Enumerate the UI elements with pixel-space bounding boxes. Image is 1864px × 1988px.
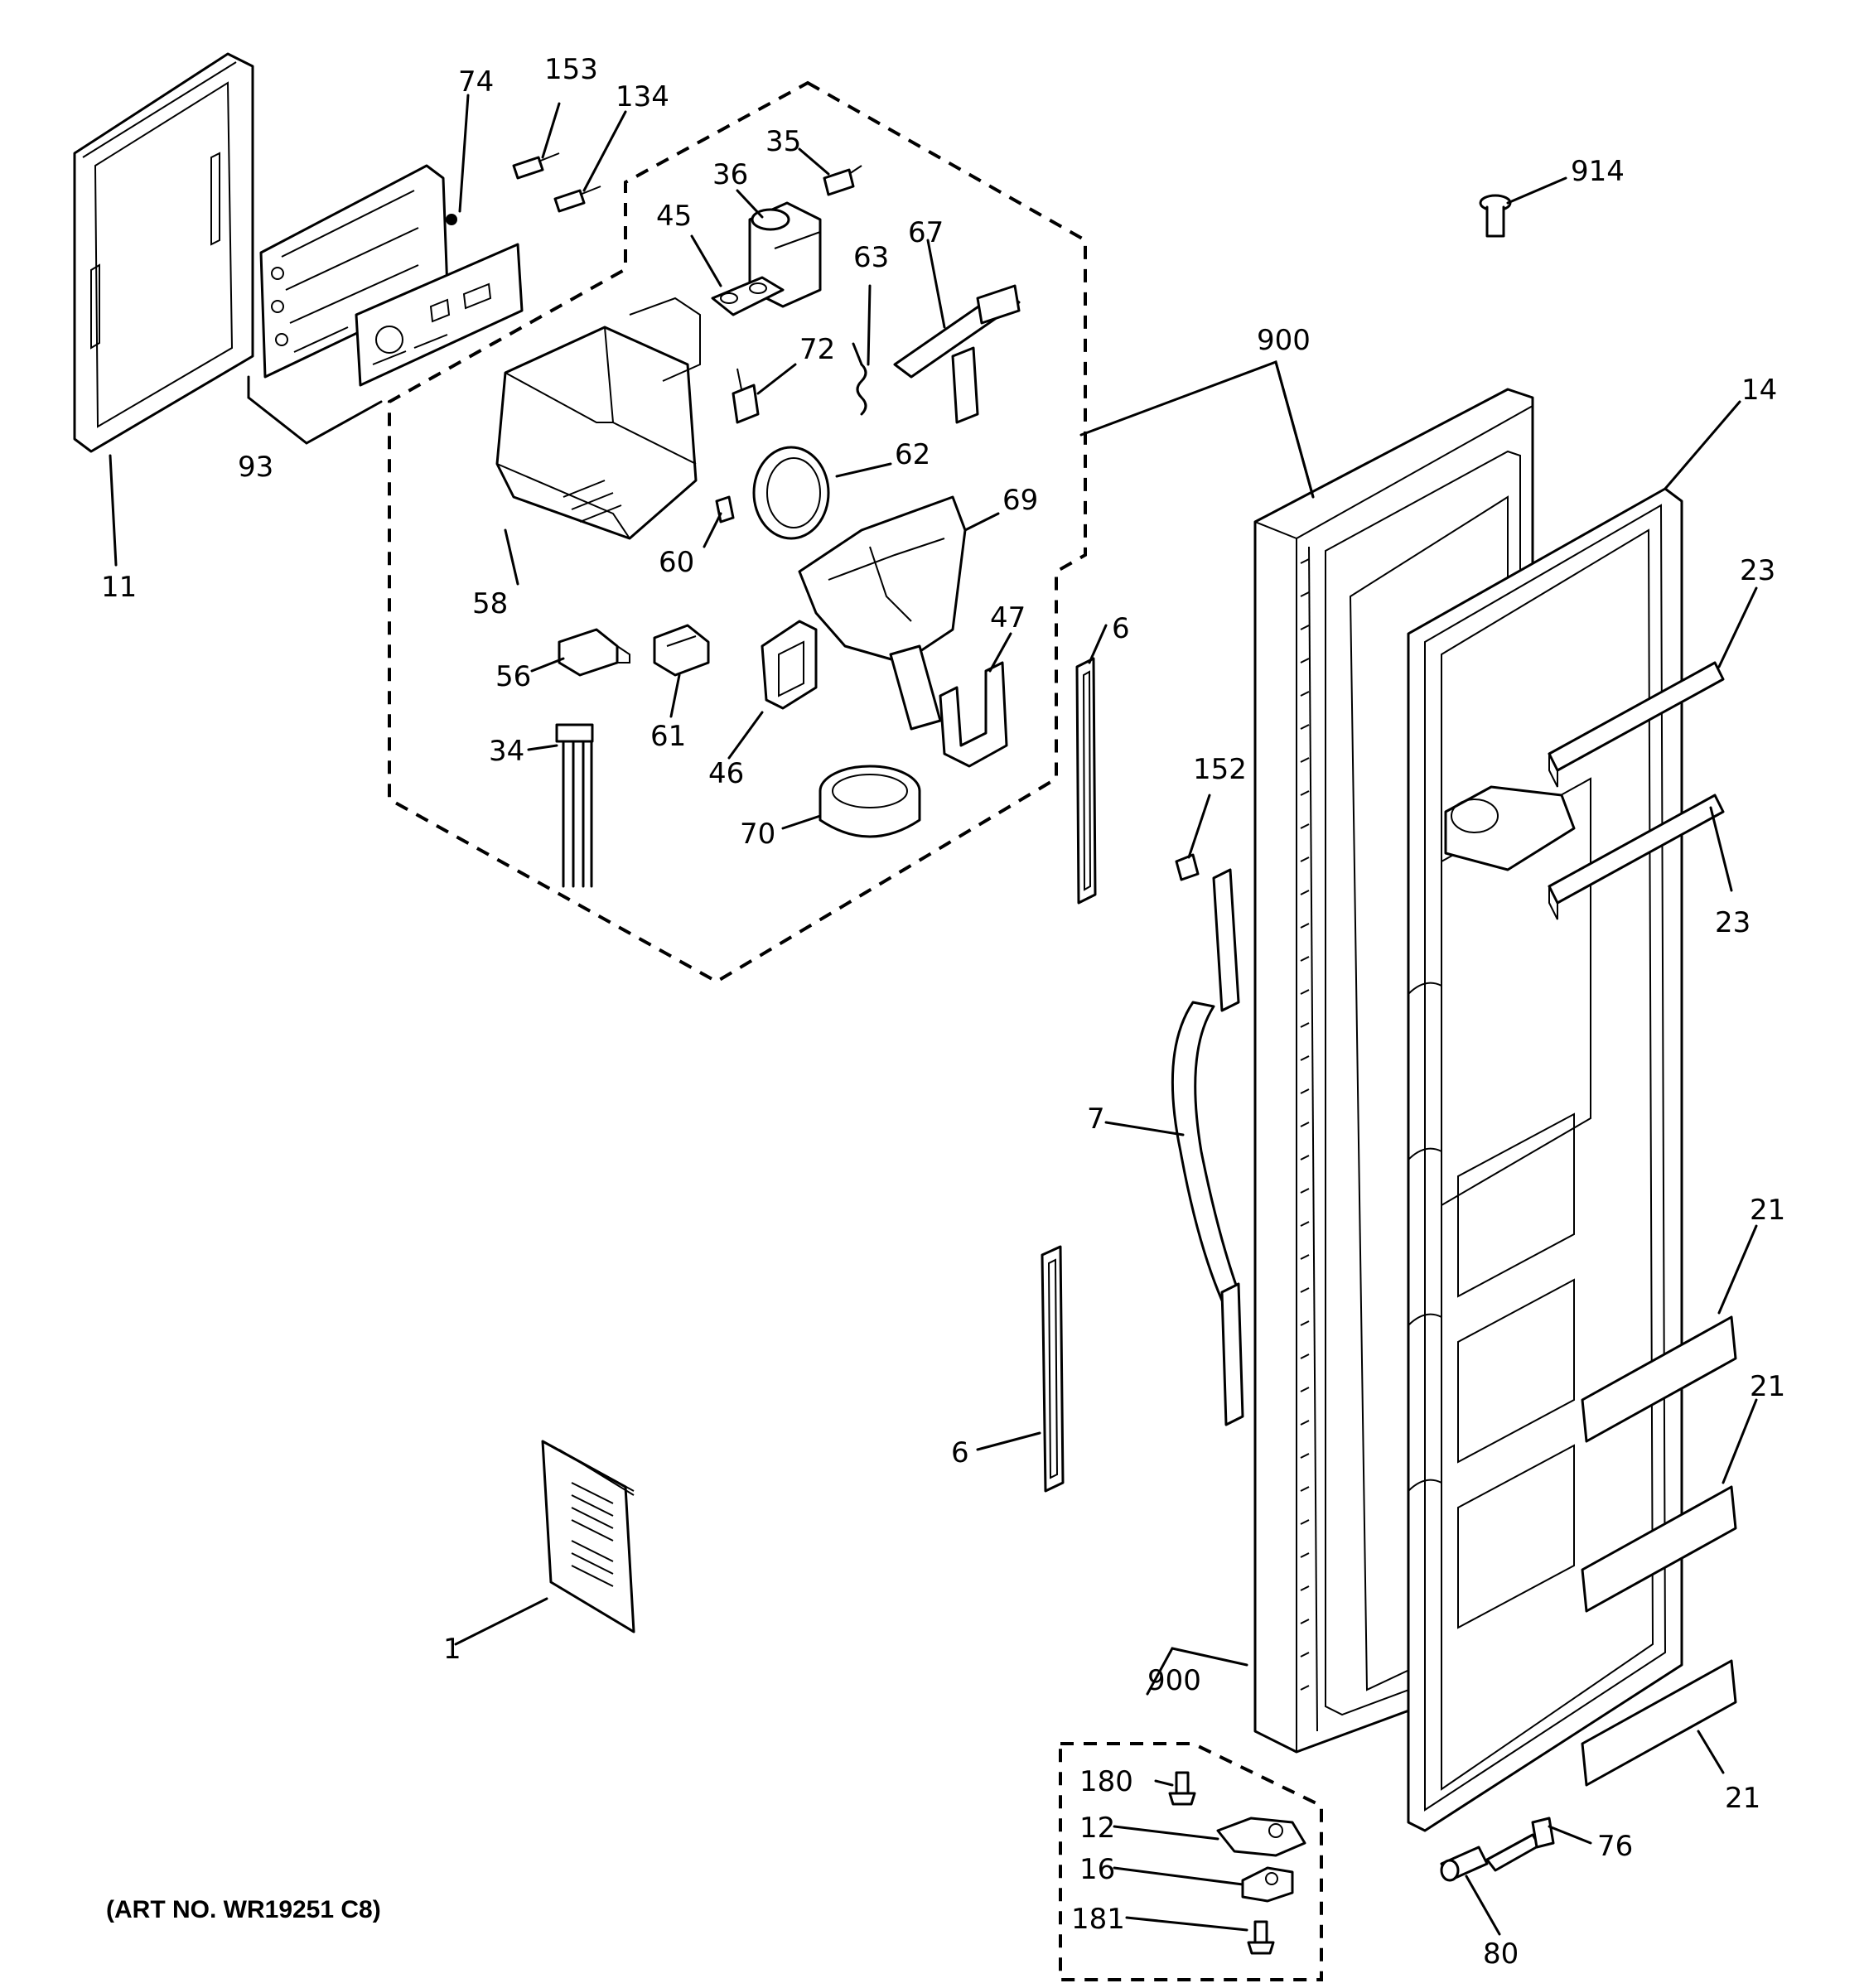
callout-180: 180	[1079, 1765, 1133, 1798]
hinge-12-part	[1216, 1817, 1306, 1857]
leader-lines	[109, 94, 1758, 1936]
callout-46: 46	[708, 757, 744, 790]
bushing-56-part	[558, 628, 630, 677]
spring-part	[852, 342, 867, 416]
screw-134-part	[553, 186, 601, 213]
callout-45: 45	[656, 200, 692, 233]
callout-21-b: 21	[1750, 1370, 1785, 1403]
bracket-47-part	[939, 661, 1008, 768]
callout-70: 70	[740, 818, 775, 851]
callout-21-c: 21	[1725, 1782, 1760, 1815]
callout-36: 36	[712, 158, 748, 191]
callout-63: 63	[853, 241, 889, 274]
door-bin-21-b-part	[1581, 1485, 1737, 1613]
callout-12: 12	[1079, 1812, 1115, 1845]
collar-ring-part	[819, 765, 921, 838]
shelf-bar-23-upper-part	[1548, 661, 1725, 788]
callout-6-top: 6	[1112, 612, 1130, 645]
callout-11: 11	[101, 571, 137, 604]
callout-69: 69	[1002, 484, 1038, 517]
hinge-16-part	[1241, 1866, 1294, 1903]
callout-labels: 11 93 74 153 134 35 36 45 67 63 72 62 69…	[101, 53, 1785, 1971]
callout-80: 80	[1483, 1937, 1519, 1971]
dispenser-frame-part	[73, 52, 254, 453]
callout-93: 93	[238, 451, 273, 484]
ice-chute-funnel-part	[798, 495, 967, 731]
coupler-61-part	[653, 624, 710, 677]
callout-16: 16	[1079, 1853, 1115, 1886]
callout-14: 14	[1741, 374, 1777, 407]
callout-76: 76	[1597, 1830, 1633, 1863]
callout-47: 47	[990, 601, 1026, 635]
callout-181: 181	[1071, 1903, 1125, 1936]
callout-21-a: 21	[1750, 1194, 1785, 1227]
control-panel-part	[259, 164, 524, 387]
callout-134: 134	[616, 80, 669, 113]
callout-1: 1	[443, 1633, 461, 1666]
callout-152: 152	[1193, 753, 1247, 786]
owner-manual-part	[541, 1440, 635, 1633]
door-gasket-part	[1407, 487, 1683, 1832]
fitting-80-part	[1440, 1846, 1489, 1882]
door-handle-part	[1171, 868, 1244, 1426]
callout-6-bottom: 6	[951, 1436, 969, 1469]
hinge-kit-boundary	[1059, 1742, 1323, 1981]
callout-72: 72	[799, 333, 835, 366]
callout-7: 7	[1087, 1103, 1105, 1136]
motor-cover-part	[752, 446, 830, 540]
wire-harness-part	[555, 723, 594, 888]
callout-74: 74	[458, 65, 494, 99]
callout-34: 34	[489, 735, 524, 768]
callout-61: 61	[650, 720, 686, 753]
water-tube-part	[1485, 1817, 1555, 1872]
cap-914-part	[1479, 194, 1512, 238]
auger-housing-part	[495, 297, 701, 540]
shelf-bar-23-lower-part	[1548, 794, 1725, 920]
callout-23-top: 23	[1740, 554, 1775, 587]
screw-152-part	[1175, 853, 1200, 881]
callout-62: 62	[895, 438, 930, 471]
door-bin-21-a-part	[1581, 1315, 1737, 1443]
door-flap-46-part	[761, 620, 818, 710]
screw-181-part	[1247, 1920, 1275, 1955]
screw-35-part	[823, 165, 862, 196]
actuator-arm-part	[893, 284, 1021, 424]
door-bin-21-c-part	[1581, 1659, 1737, 1787]
screw-153-part	[512, 152, 560, 180]
callout-23-bottom: 23	[1715, 906, 1751, 939]
callout-900-bottom: 900	[1147, 1664, 1201, 1697]
callout-900-top: 900	[1257, 324, 1311, 357]
callout-60: 60	[659, 546, 694, 579]
handle-trim-lower-part	[1041, 1245, 1065, 1493]
bracket-45-part	[711, 276, 785, 316]
callout-56: 56	[495, 660, 531, 693]
callout-35: 35	[765, 125, 801, 158]
callout-67: 67	[908, 216, 944, 249]
callout-914: 914	[1571, 155, 1625, 188]
handle-trim-upper-part	[1075, 657, 1097, 905]
callout-153: 153	[544, 53, 598, 86]
art-number: (ART NO. WR19251 C8)	[106, 1896, 381, 1923]
dispenser-assembly-boundary	[388, 80, 1087, 984]
switch-part	[732, 368, 760, 424]
callout-58: 58	[472, 587, 508, 620]
screw-180-part	[1168, 1771, 1196, 1806]
